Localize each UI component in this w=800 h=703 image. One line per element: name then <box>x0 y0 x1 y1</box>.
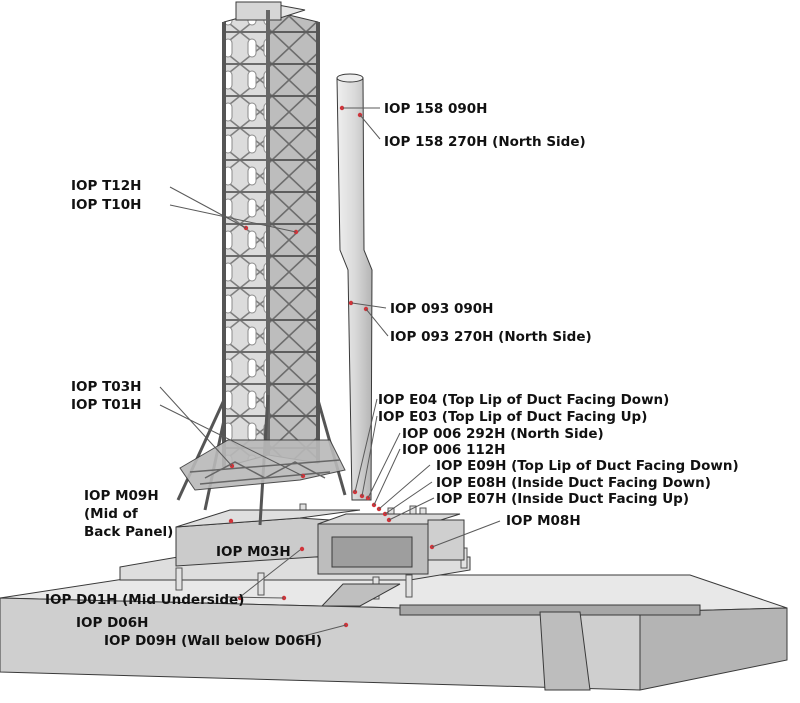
leader-lines <box>159 107 501 638</box>
label-iop-d09h: IOP D09H (Wall below D06H) <box>104 633 322 649</box>
label-iop-d01h: IOP D01H (Mid Underside) <box>45 592 244 608</box>
label-iop-m03h: IOP M03H <box>216 544 291 560</box>
label-iop-e07h: IOP E07H (Inside Duct Facing Up) <box>436 491 689 507</box>
label-iop-006-292h: IOP 006 292H (North Side) <box>402 426 604 442</box>
label-iop-e08h: IOP E08H (Inside Duct Facing Down) <box>436 475 711 491</box>
label-iop-m09h-line1: IOP M09H <box>84 488 159 504</box>
sensor-158-090h <box>339 105 345 111</box>
label-iop-t01h: IOP T01H <box>71 397 141 413</box>
lightning-pole <box>336 73 373 501</box>
label-iop-e09h: IOP E09H (Top Lip of Duct Facing Down) <box>436 458 739 474</box>
label-iop-d06h: IOP D06H <box>76 615 148 631</box>
label-iop-m08h: IOP M08H <box>506 513 581 529</box>
label-iop-t03h: IOP T03H <box>71 379 141 395</box>
exhaust-duct <box>331 536 413 568</box>
label-iop-e04: IOP E04 (Top Lip of Duct Facing Down) <box>378 392 669 408</box>
label-iop-e03: IOP E03 (Top Lip of Duct Facing Up) <box>378 409 647 425</box>
sensor-m03h <box>299 546 305 552</box>
label-iop-093-090h: IOP 093 090H <box>390 301 493 317</box>
launcher-base <box>175 509 465 575</box>
sensor-m09h <box>228 518 234 524</box>
label-iop-m09h-line2: (Mid of <box>84 506 138 522</box>
sensor-093-090h <box>348 300 354 306</box>
flame-trench <box>399 604 701 616</box>
label-iop-093-270h: IOP 093 270H (North Side) <box>390 329 592 345</box>
label-iop-158-270h: IOP 158 270H (North Side) <box>384 134 586 150</box>
label-iop-t10h: IOP T10H <box>71 197 141 213</box>
label-iop-t12h: IOP T12H <box>71 178 141 194</box>
label-iop-m09h-line3: Back Panel) <box>84 524 173 540</box>
callout-labels: IOP 158 090H IOP 158 270H (North Side) I… <box>45 101 739 649</box>
label-iop-006-112h: IOP 006 112H <box>402 442 505 458</box>
umbilical-tower <box>176 1 347 526</box>
label-iop-158-090h: IOP 158 090H <box>384 101 487 117</box>
